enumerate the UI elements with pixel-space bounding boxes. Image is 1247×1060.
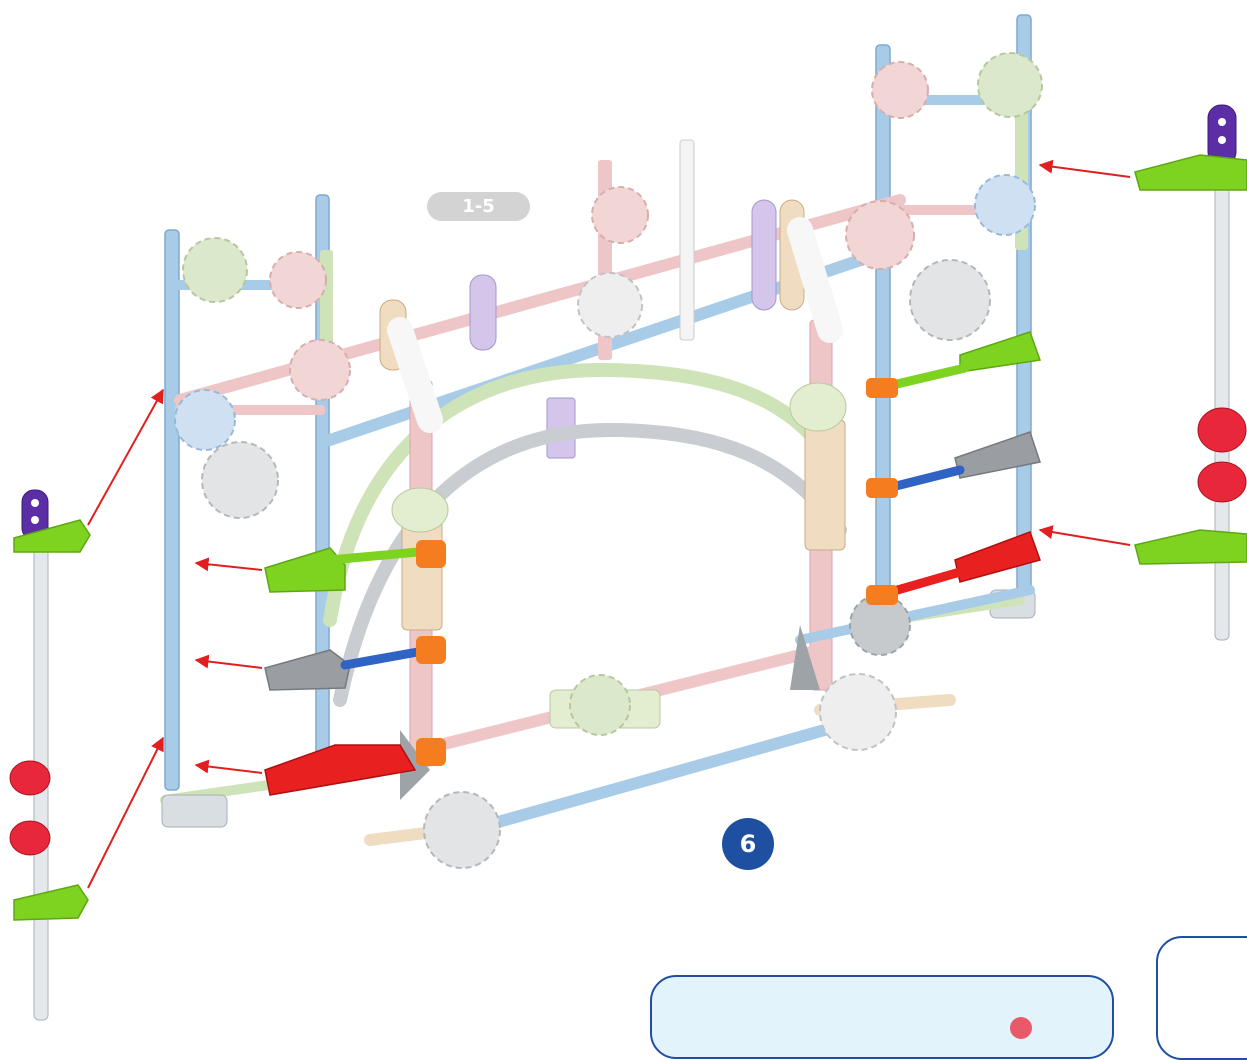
assembly-illustration [9, 14, 1247, 1021]
callout-part-icon [1010, 1017, 1032, 1039]
info-callout-box [650, 975, 1114, 1059]
step-number-badge: 6 [722, 818, 774, 870]
left-rod-subassembly [9, 489, 91, 1021]
left-new-connectors [264, 540, 446, 796]
right-new-connectors [866, 331, 1042, 605]
right-rod-subassembly [1134, 104, 1247, 641]
arches [323, 362, 847, 707]
previous-steps-badge: 1-5 [427, 192, 530, 221]
left-frame [160, 194, 445, 828]
gear-connectors [174, 52, 1043, 869]
side-callout-box [1156, 936, 1247, 1060]
placement-arrows [87, 159, 1131, 889]
